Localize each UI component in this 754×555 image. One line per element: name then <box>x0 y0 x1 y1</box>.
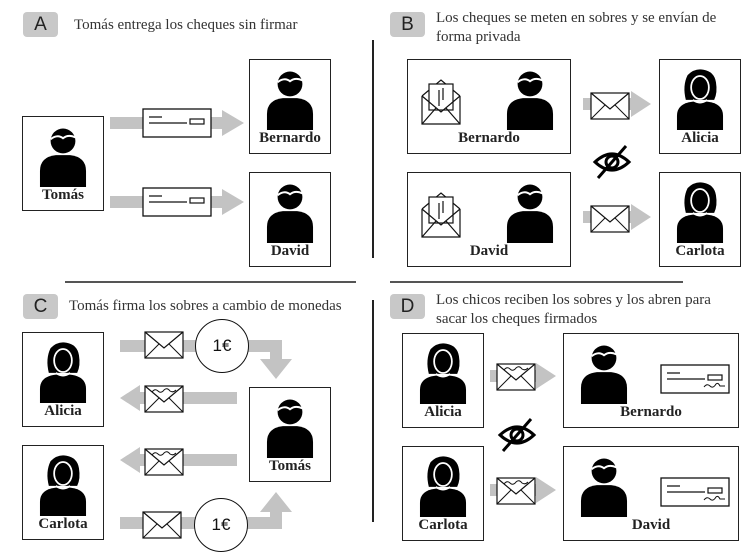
person-name: Bernardo <box>620 404 682 420</box>
hidden-eye-icon <box>497 415 537 455</box>
signed-envelope-icon <box>144 448 184 476</box>
panel-d-caption-line2: sacar los cheques firmados <box>436 311 598 327</box>
person-name: Carlota <box>675 243 725 259</box>
panel-b-badge: B <box>390 12 425 37</box>
envelope-icon <box>144 331 184 359</box>
person-card-alicia: Alicia <box>22 332 104 427</box>
person-card-tomas: Tomás <box>22 116 104 211</box>
panel-d-badge: D <box>390 294 425 319</box>
panel-a-badge: A <box>23 12 58 37</box>
check-icon <box>142 187 212 217</box>
person-name: Carlota <box>38 516 88 532</box>
male-user-icon <box>576 455 632 517</box>
person-name: Tomás <box>269 458 311 474</box>
male-user-icon <box>576 342 632 404</box>
person-name: David <box>631 517 671 533</box>
horizontal-divider-left <box>65 281 356 283</box>
female-user-icon <box>35 341 91 403</box>
person-card-david: David <box>563 446 739 541</box>
person-name: Carlota <box>418 517 468 533</box>
signed-check-icon <box>660 364 730 394</box>
male-user-icon <box>35 125 91 187</box>
person-name: Alicia <box>44 403 82 419</box>
vertical-divider-bottom <box>372 300 374 522</box>
person-card-alicia: Alicia <box>402 333 484 428</box>
coin-icon: 1€ <box>195 319 249 373</box>
female-user-icon <box>415 455 471 517</box>
open-envelope-icon <box>420 76 462 126</box>
envelope-icon <box>590 92 630 120</box>
check-icon <box>142 108 212 138</box>
hidden-eye-icon <box>592 142 632 182</box>
person-card-tomas: Tomás <box>249 387 331 482</box>
person-card-carlota: Carlota <box>402 446 484 541</box>
male-user-icon <box>262 396 318 458</box>
female-user-icon <box>415 342 471 404</box>
envelope-icon <box>590 205 630 233</box>
person-card-david: David <box>249 172 331 267</box>
male-user-icon <box>502 181 558 243</box>
person-card-bernardo: Bernardo <box>407 59 571 154</box>
horizontal-divider-right <box>390 281 683 283</box>
person-name: Bernardo <box>259 130 321 146</box>
male-user-icon <box>502 68 558 130</box>
person-name: Alicia <box>681 130 719 146</box>
open-envelope-icon <box>420 189 462 239</box>
vertical-divider-top <box>372 40 374 258</box>
person-card-carlota: Carlota <box>22 445 104 540</box>
panel-d-caption-line1: Los chicos reciben los sobres y los abre… <box>436 292 711 308</box>
signed-envelope-icon <box>496 477 536 505</box>
male-user-icon <box>262 181 318 243</box>
person-name: Tomás <box>42 187 84 203</box>
female-user-icon <box>672 68 728 130</box>
person-card-david: David <box>407 172 571 267</box>
panel-c-caption: Tomás firma los sobres a cambio de moned… <box>69 298 342 314</box>
female-user-icon <box>35 454 91 516</box>
panel-c-badge: C <box>23 294 58 319</box>
person-name: David <box>270 243 310 259</box>
person-card-bernardo: Bernardo <box>563 333 739 428</box>
person-name: Alicia <box>424 404 462 420</box>
coin-icon: 1€ <box>194 498 248 552</box>
person-card-alicia: Alicia <box>659 59 741 154</box>
male-user-icon <box>262 68 318 130</box>
panel-b-caption-line1: Los cheques se meten en sobres y se enví… <box>436 10 717 26</box>
person-name: Bernardo <box>458 130 520 146</box>
signed-check-icon <box>660 477 730 507</box>
signed-envelope-icon <box>496 363 536 391</box>
panel-b-caption-line2: forma privada <box>436 29 521 45</box>
person-name: David <box>469 243 509 259</box>
person-card-bernardo: Bernardo <box>249 59 331 154</box>
person-card-carlota: Carlota <box>659 172 741 267</box>
female-user-icon <box>672 181 728 243</box>
panel-a-caption: Tomás entrega los cheques sin firmar <box>74 17 298 33</box>
envelope-icon <box>142 511 182 539</box>
signed-envelope-icon <box>144 385 184 413</box>
